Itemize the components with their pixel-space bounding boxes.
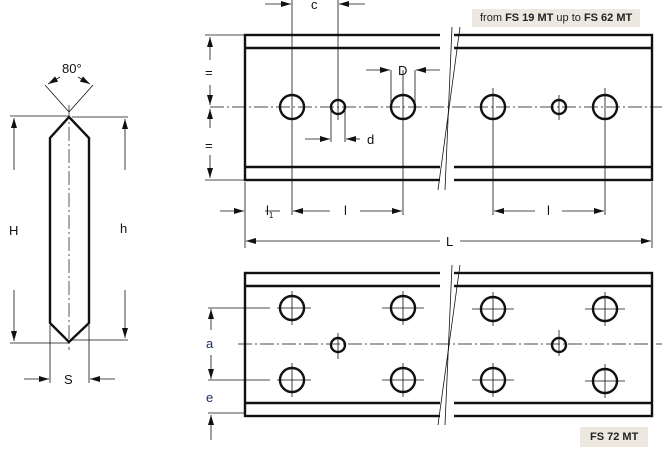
d-label: d (367, 132, 374, 147)
a-label: a (206, 336, 214, 351)
equal-mark-upper: = (205, 65, 213, 80)
l-label-right: l (547, 203, 550, 218)
L-label: L (446, 234, 453, 249)
l1-label: l1 (266, 203, 274, 220)
variant-tag-top: from FS 19 MT up to FS 62 MT (472, 9, 641, 27)
top-plate: c D d = = l1 l l L (205, 0, 662, 249)
e-label: e (206, 390, 213, 405)
bottom-plate: a e (206, 264, 662, 440)
D-label: D (398, 63, 407, 78)
angle-label: 80° (62, 61, 82, 76)
l-label-left: l (344, 203, 347, 218)
variant-tag-bottom: FS 72 MT (580, 427, 649, 447)
c-label: c (311, 0, 318, 12)
H-label: H (9, 223, 18, 238)
profile-view: 80° H h S (9, 61, 128, 387)
holes-bottom (277, 291, 625, 398)
h-label: h (120, 221, 127, 236)
equal-mark-lower: = (205, 138, 213, 153)
S-label: S (64, 372, 73, 387)
